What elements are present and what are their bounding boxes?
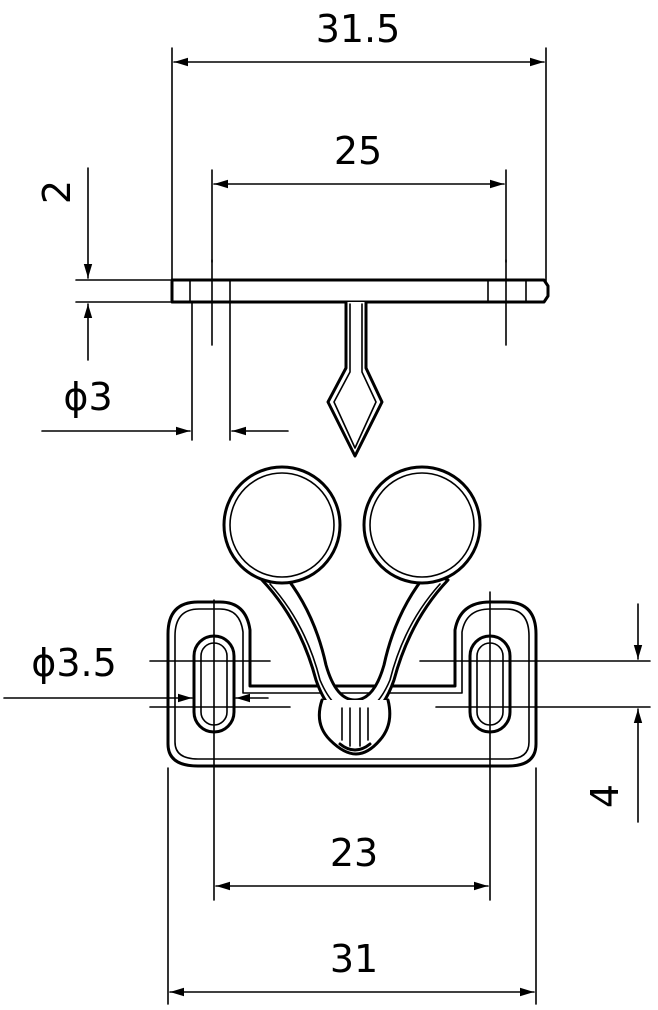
dim-label-4: 4 xyxy=(583,784,627,808)
dim-slot-length: 4 xyxy=(583,603,643,823)
dim-label-31: 31 xyxy=(330,937,378,981)
dim-bottom-hole-spacing: 23 xyxy=(215,831,489,891)
slot-center-lines xyxy=(149,591,651,901)
dim-label-31-5: 31.5 xyxy=(316,7,401,51)
dim-label-phi3-5: ϕ3.5 xyxy=(31,641,117,685)
dim-label-2: 2 xyxy=(35,180,79,204)
dim-label-25: 25 xyxy=(334,129,382,173)
roller-catch-body xyxy=(166,465,538,768)
dim-label-23: 23 xyxy=(330,831,378,875)
dim-label-phi3: ϕ3 xyxy=(63,375,112,419)
dim-top-hole-diameter: ϕ3 xyxy=(41,301,289,441)
catch-plate xyxy=(170,259,550,458)
dim-top-overall-width: 31.5 xyxy=(171,7,547,283)
dim-top-hole-spacing: 25 xyxy=(211,129,507,263)
dim-bottom-overall-width: 31 xyxy=(167,767,537,1005)
dim-slot-width: ϕ3.5 xyxy=(3,641,269,703)
dim-plate-thickness: 2 xyxy=(35,167,171,361)
